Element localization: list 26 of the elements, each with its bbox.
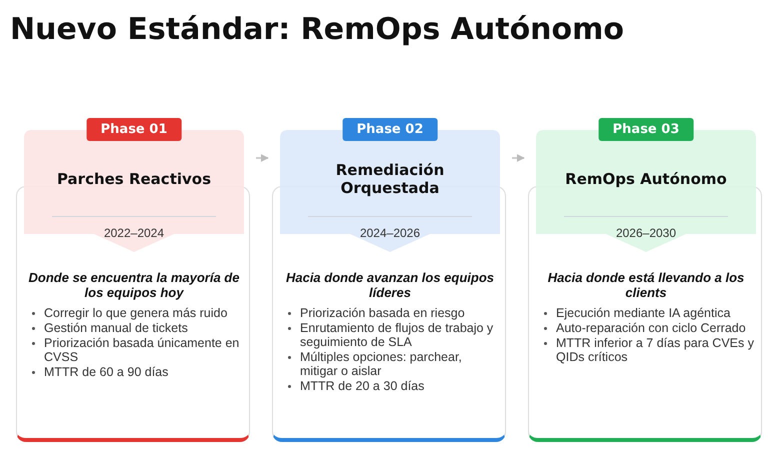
bullet-text: Priorización basada únicamente en CVSS (44, 336, 240, 364)
bullet-text: Corregir lo que genera más ruido (44, 306, 228, 320)
phase-subtitle: Hacia donde avanzan los equipos líderes (284, 270, 496, 300)
phase-badge: Phase 02 (342, 118, 438, 141)
year-range: 2026–2030 (614, 226, 678, 240)
bullet-text: Gestión manual de tickets (44, 321, 188, 335)
phase-subtitle: Donde se encuentra la mayoría de los equipos hoy (28, 270, 240, 300)
bullet-text: MTTR de 20 a 30 días (300, 379, 424, 393)
phase-heading: RemOps Autónomo (564, 169, 728, 190)
bullet-text: MTTR de 60 a 90 días (44, 365, 168, 379)
bullet-text: Ejecución mediante IA agéntica (556, 306, 730, 320)
phase-badge: Phase 03 (598, 118, 694, 141)
phase-heading: Parches Reactivos (56, 169, 212, 190)
phase-badge: Phase 01 (86, 118, 182, 141)
bullet-text: Múltiples opciones: parchear, mitigar o aislar (300, 350, 462, 378)
bullet-text: Enrutamiento de flujos de trabajo y seguimiento de SLA (300, 321, 494, 349)
arrow (256, 154, 269, 162)
year-range: 2024–2026 (358, 226, 422, 240)
bullet-text: MTTR inferior a 7 días para CVEs y QIDs críticos (556, 336, 754, 364)
arrow (512, 154, 525, 162)
bullet-text: Auto-reparación con ciclo Cerrado (556, 321, 746, 335)
diagram-title: Nuevo Estándar: RemOps Autónomo (10, 12, 624, 47)
phase-heading: Remediación Orquestada (334, 160, 446, 199)
bullet-text: Priorización basada en riesgo (300, 306, 465, 320)
phase-subtitle: Hacia donde está llevando a los clients (546, 270, 746, 300)
year-range: 2022–2024 (102, 226, 166, 240)
